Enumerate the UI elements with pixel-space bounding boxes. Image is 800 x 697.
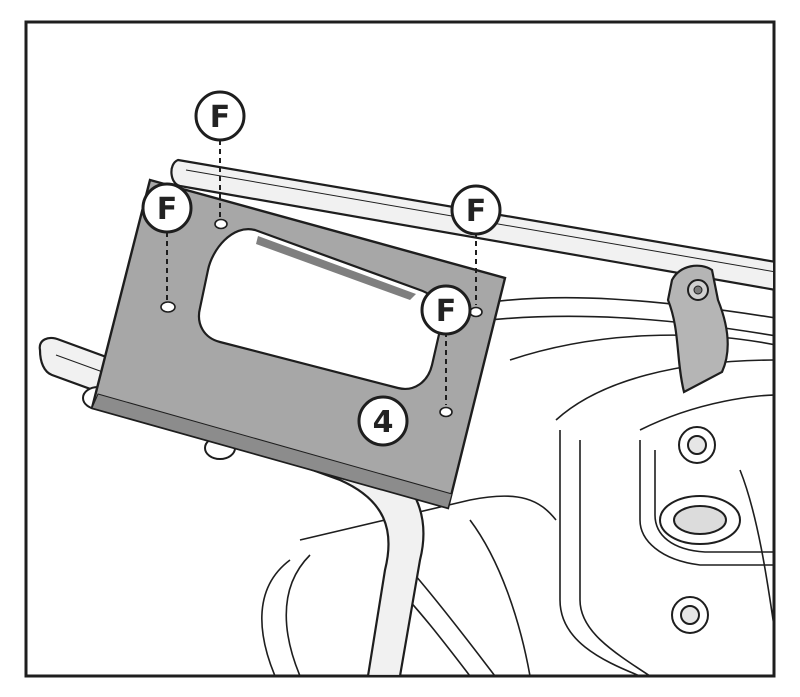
callout-label: F bbox=[210, 100, 231, 135]
callout-fastener-top: F bbox=[194, 90, 246, 142]
side-clamp-bracket bbox=[666, 264, 729, 394]
callout-fastener-left: F bbox=[141, 182, 193, 234]
callout-label: F bbox=[436, 294, 457, 329]
callout-label: 4 bbox=[373, 405, 394, 440]
motorcycle-body bbox=[261, 296, 773, 675]
callout-fastener-right: F bbox=[450, 184, 502, 236]
callout-label: F bbox=[466, 194, 487, 229]
callout-label: F bbox=[157, 192, 178, 227]
callout-fastener-right-lower: F bbox=[420, 284, 472, 336]
screw-hole bbox=[469, 306, 483, 318]
screw-hole bbox=[160, 301, 176, 313]
screw-hole bbox=[439, 406, 453, 418]
screw-hole bbox=[214, 218, 228, 230]
leader-lines bbox=[166, 140, 477, 405]
body-holes bbox=[659, 426, 741, 634]
callout-part-number: 4 bbox=[357, 395, 409, 447]
